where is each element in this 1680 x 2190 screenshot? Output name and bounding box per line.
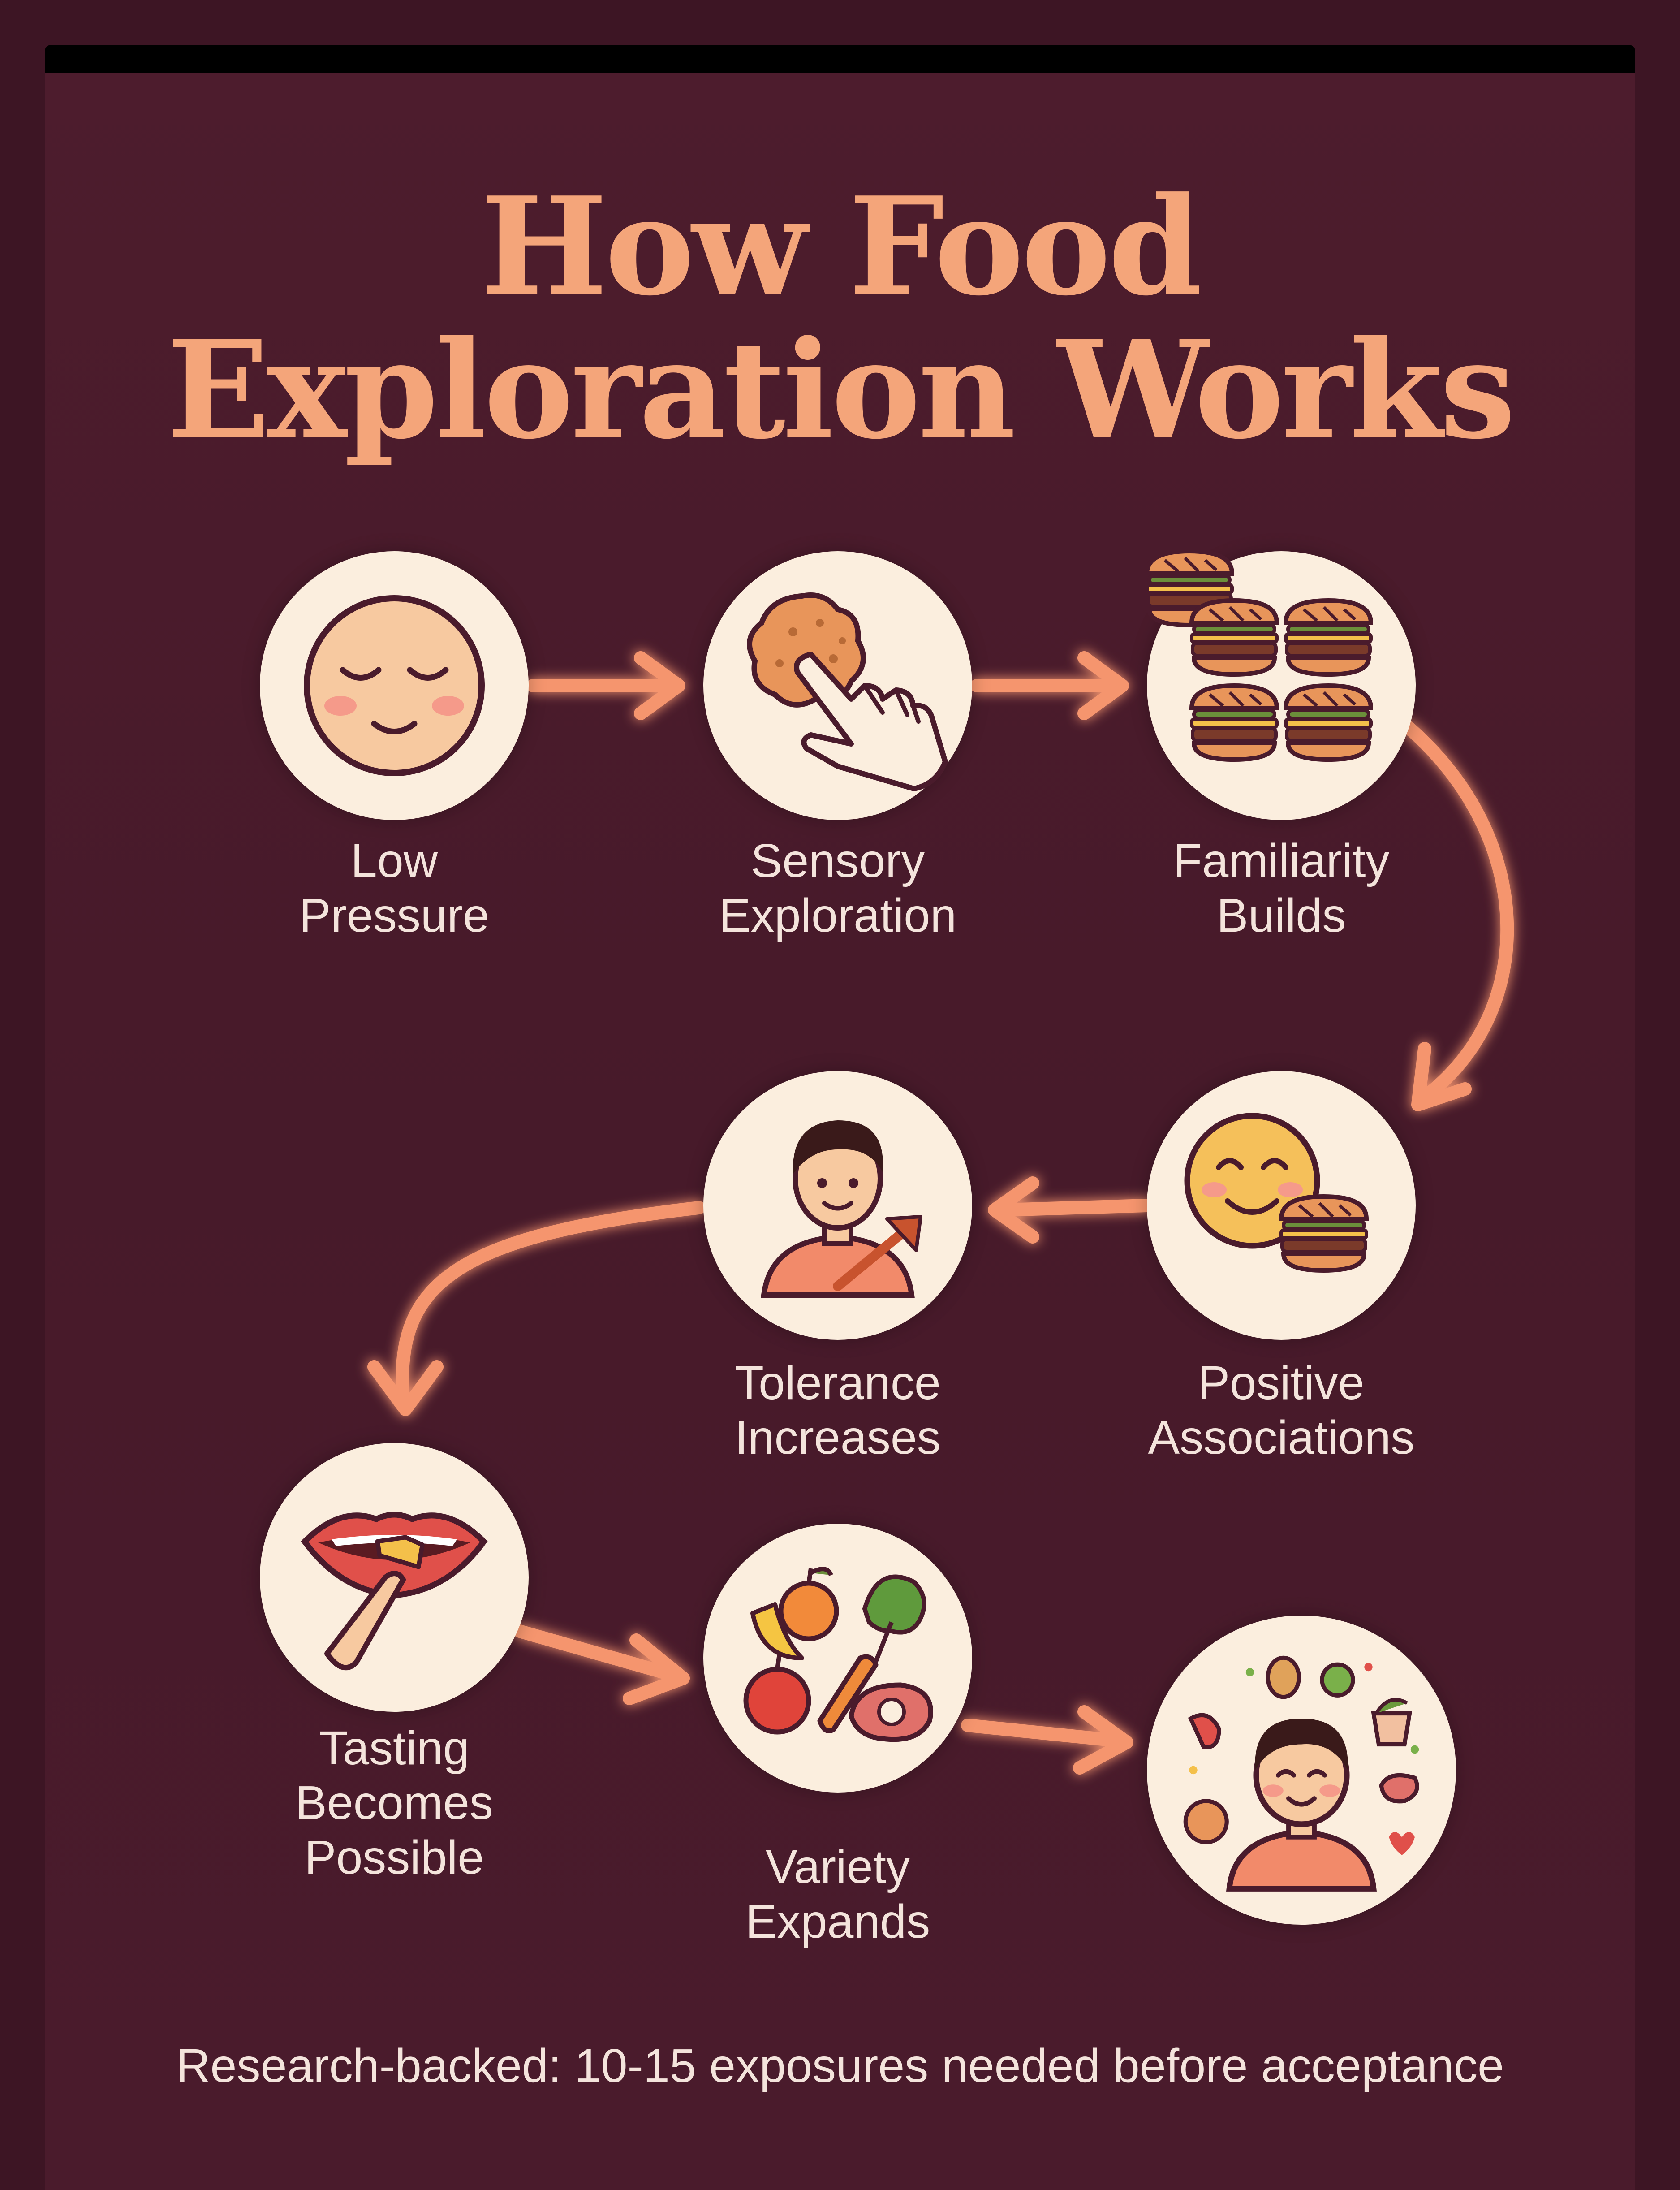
step-label-tasting-becomes-possible: Tasting Becomes Possible [295, 1722, 493, 1884]
step-label-variety-expands: Variety Expands [745, 1840, 930, 1948]
research-footnote: Research-backed: 10-15 exposures needed … [176, 2039, 1504, 2092]
arrow-7-to-8 [961, 1705, 1133, 1775]
page-title-line-1: How Food [480, 167, 1202, 325]
smiley-burger-icon [1184, 1113, 1416, 1340]
step-label-positive-associations: Positive Associations [1148, 1356, 1415, 1464]
top-bar [45, 45, 1635, 73]
arrow-4-to-5 [988, 1176, 1154, 1244]
step-low-pressure [260, 551, 529, 820]
arrow-3-to-4 [1400, 719, 1514, 1111]
step-label-tolerance-increases: Tolerance Increases [735, 1356, 941, 1464]
step-variety-expands [703, 1524, 972, 1793]
mouth-tasting-icon [301, 1512, 488, 1671]
happy-child-foods-icon [1183, 1655, 1419, 1892]
step-happy-eater [1147, 1616, 1456, 1925]
step-sensory-exploration [703, 551, 972, 820]
step-positive-associations [1147, 1071, 1416, 1340]
calm-face-icon [304, 595, 485, 776]
hand-touching-food-icon [747, 592, 948, 791]
arrow-1-to-2 [526, 651, 685, 720]
step-label-sensory-exploration: Sensory Exploration [719, 834, 957, 942]
step-tasting-becomes-possible [260, 1443, 529, 1712]
step-familiarity-builds [1147, 551, 1416, 820]
person-growth-arrow-icon [761, 1120, 922, 1298]
step-tolerance-increases [703, 1071, 972, 1340]
page-title-line-2: Exploration Works [167, 311, 1516, 469]
arrow-2-to-3 [970, 651, 1129, 720]
arrow-6-to-7 [513, 1624, 690, 1705]
arrow-5-to-6 [367, 1201, 706, 1416]
step-label-familiarity-builds: Familiarity Builds [1173, 834, 1390, 942]
burgers-icon [1147, 551, 1416, 820]
step-label-low-pressure: Low Pressure [299, 834, 490, 942]
assorted-foods-icon [743, 1567, 933, 1742]
